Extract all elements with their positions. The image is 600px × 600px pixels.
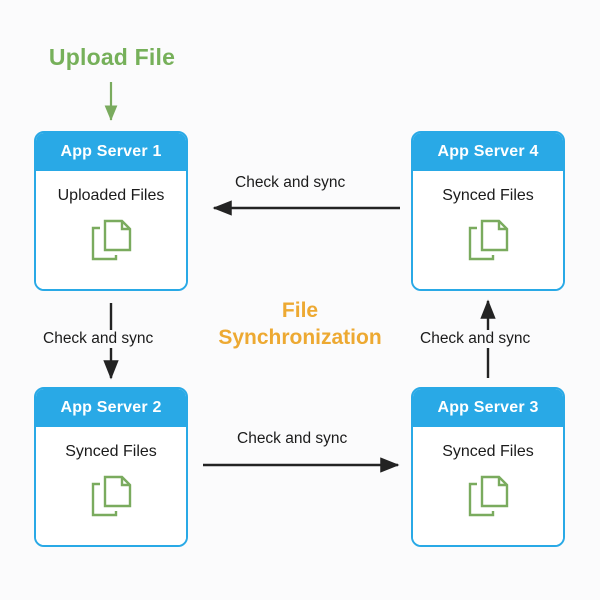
server-card-body: Uploaded Files [36, 171, 186, 289]
server-card-header: App Server 1 [36, 133, 186, 171]
center-title-line-1: File [281, 299, 319, 322]
server-card-label: Synced Files [442, 443, 534, 460]
server-card-header: App Server 2 [36, 389, 186, 427]
server-card-body: Synced Files [413, 427, 563, 545]
center-title-line-2: Synchronization [218, 326, 382, 350]
server-card-app-server-3[interactable]: App Server 3 Synced Files [411, 387, 565, 547]
server-card-label: Synced Files [65, 443, 157, 460]
server-card-label: Synced Files [442, 187, 534, 204]
edge-label-right: Check and sync [417, 330, 534, 348]
edge-label-top: Check and sync [232, 174, 349, 192]
server-card-header: App Server 3 [413, 389, 563, 427]
edge-label-bottom: Check and sync [234, 430, 351, 448]
server-card-body: Synced Files [413, 171, 563, 289]
server-card-body: Synced Files [36, 427, 186, 545]
copy-files-icon [468, 475, 509, 517]
copy-files-icon [468, 219, 509, 261]
diagram-center-title: File Synchronization [214, 297, 386, 352]
edge-label-left: Check and sync [40, 330, 157, 348]
server-card-app-server-1[interactable]: App Server 1 Uploaded Files [34, 131, 188, 291]
server-card-app-server-2[interactable]: App Server 2 Synced Files [34, 387, 188, 547]
server-card-label: Uploaded Files [57, 187, 165, 204]
copy-files-icon [91, 475, 132, 517]
upload-file-title: Upload File [48, 44, 176, 70]
server-card-header: App Server 4 [413, 133, 563, 171]
server-card-app-server-4[interactable]: App Server 4 Synced Files [411, 131, 565, 291]
copy-files-icon [91, 219, 132, 261]
